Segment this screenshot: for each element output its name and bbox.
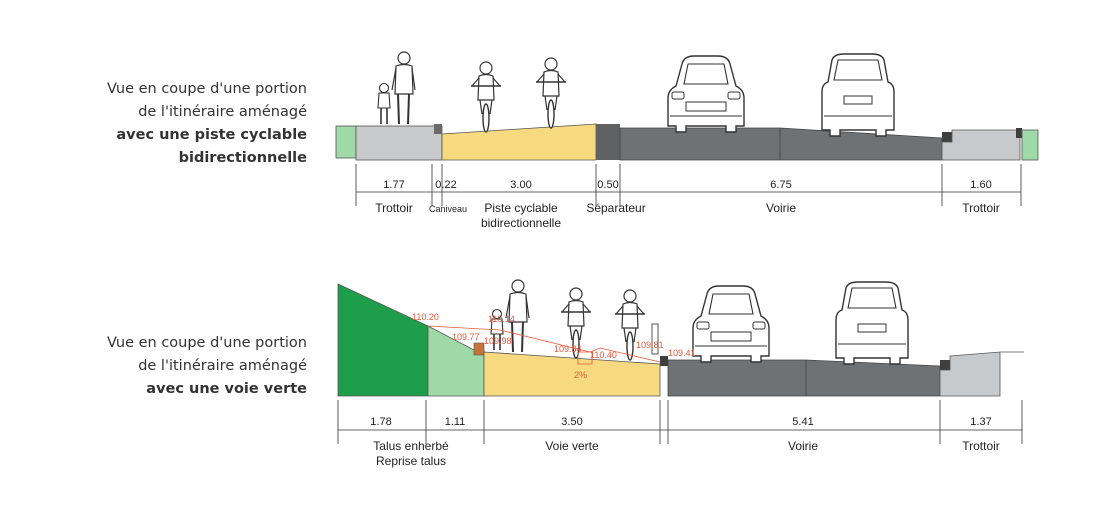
curb-sidewalk xyxy=(940,360,950,370)
segment-label: Trottoir xyxy=(962,201,1000,215)
curb-right xyxy=(942,132,952,142)
separator xyxy=(596,124,620,160)
bollard xyxy=(651,323,659,355)
elevation-label: 110.40 xyxy=(590,350,617,360)
caption-line-bold: avec une voie verte xyxy=(146,381,307,397)
caption-line: Vue en coupe d'une portion xyxy=(106,335,307,351)
dimension-value: 1.60 xyxy=(970,179,991,191)
pedestrian-child-icon xyxy=(377,82,391,125)
elevation-label: 109.77 xyxy=(452,332,480,342)
elevation-label: 109.84 xyxy=(554,344,582,354)
cyclist-icon xyxy=(470,61,502,133)
segment-label: Trottoir xyxy=(962,439,1000,453)
car-front-icon xyxy=(692,285,770,363)
car-front-icon xyxy=(667,55,745,133)
segment-label: Piste cyclable xyxy=(484,201,558,215)
segment-label: Reprise talus xyxy=(376,454,446,468)
elevation-label: 109.98 xyxy=(484,336,512,346)
segment-label: Séparateur xyxy=(586,201,645,215)
cyclist-icon xyxy=(535,57,567,129)
dimension-value: 1.37 xyxy=(970,416,991,428)
pedestrian-adult-icon xyxy=(391,51,416,125)
section-1-profile xyxy=(335,51,1039,161)
curb-left xyxy=(434,124,442,134)
sidewalk-left xyxy=(355,125,443,161)
section-2-profile: 110.20 109.77 110.14 109.98 109.84 110.4… xyxy=(337,279,1024,397)
dimension-value: 1.11 xyxy=(445,416,466,428)
elevation-annotation-box xyxy=(577,351,593,365)
elevation-label: 109.81 xyxy=(636,340,664,350)
car-rear-icon xyxy=(835,281,909,365)
segment-label: Voie verte xyxy=(545,439,599,453)
grass-strip-left xyxy=(335,125,357,159)
caption-line-bold: avec une piste cyclable xyxy=(116,127,307,143)
elevation-label: 110.14 xyxy=(488,314,515,324)
sidewalk-right xyxy=(941,129,1021,161)
bike-path xyxy=(441,123,597,161)
road-carriageway xyxy=(667,359,941,397)
grass-embankment xyxy=(337,283,429,397)
elevation-label: 110.20 xyxy=(412,312,439,322)
dimension-value: 6.75 xyxy=(770,179,791,191)
dimension-value: 1.77 xyxy=(383,179,404,191)
segment-label: Voirie xyxy=(788,439,818,453)
section-1-dimensions: 1.77 0.22 3.00 0.50 6.75 1.60 Trottoir C… xyxy=(355,164,1022,230)
elevation-label: 109.41 xyxy=(668,348,696,358)
car-rear-icon xyxy=(821,53,895,137)
green-way xyxy=(483,351,661,397)
caption-line: de l'itinéraire aménagé xyxy=(138,358,307,374)
road-carriageway xyxy=(619,127,943,161)
dimension-value: 1.78 xyxy=(370,416,391,428)
segment-label: Trottoir xyxy=(375,201,413,215)
dimension-value: 3.50 xyxy=(561,416,582,428)
caption-section-2: Vue en coupe d'une portion de l'itinérai… xyxy=(107,332,307,401)
segment-label: bidirectionnelle xyxy=(481,216,561,230)
curb-green-way xyxy=(473,342,485,356)
dimension-value: 3.00 xyxy=(510,179,531,191)
segment-label: Caniveau xyxy=(429,204,467,214)
segment-label: Voirie xyxy=(766,201,796,215)
dimension-value: 5.41 xyxy=(792,416,813,428)
section-2-dimensions: 1.78 1.11 3.50 5.41 1.37 Talus enherbé R… xyxy=(337,400,1023,468)
caption-line: Vue en coupe d'une portion xyxy=(106,81,307,97)
segment-label: Talus enherbé xyxy=(373,439,449,453)
grass-strip-right xyxy=(1021,129,1039,161)
slope-label: 2% xyxy=(574,370,587,380)
dimension-value: 0.22 xyxy=(435,179,456,191)
caption-line: de l'itinéraire aménagé xyxy=(138,104,307,120)
sidewalk-right xyxy=(939,351,1001,397)
curb-right-outer xyxy=(1016,128,1022,138)
curb-road xyxy=(660,356,668,366)
dimension-value: 0.50 xyxy=(597,179,618,191)
caption-line-bold: bidirectionnelle xyxy=(178,150,307,166)
caption-section-1: Vue en coupe d'une portion de l'itinérai… xyxy=(107,78,307,170)
